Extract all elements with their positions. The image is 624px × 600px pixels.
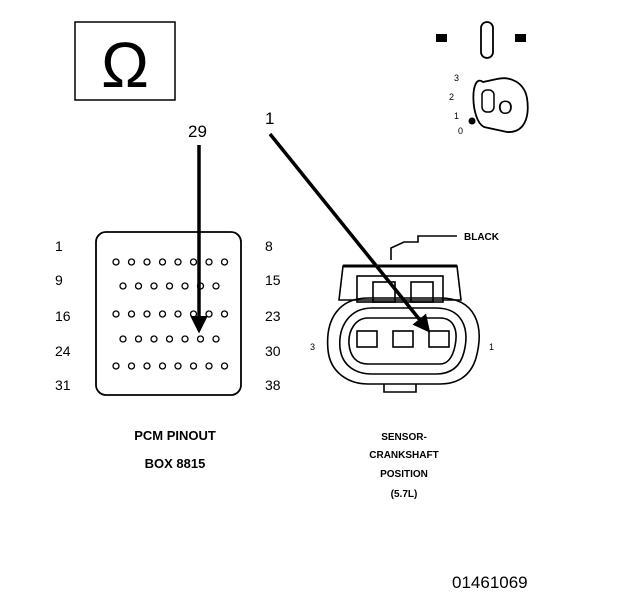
pcm-cavity bbox=[143, 310, 151, 318]
sensor-terminal-number-right: 1 bbox=[489, 342, 494, 352]
ohmmeter-symbol: Ω bbox=[74, 21, 176, 101]
key-letter: O bbox=[498, 98, 513, 119]
wire-color-label: BLACK bbox=[464, 232, 500, 243]
pcm-cavity bbox=[181, 282, 189, 290]
pcm-left-pin-numbers: 1 9 16 24 31 bbox=[55, 238, 71, 393]
pcm-cavity bbox=[189, 310, 198, 318]
pcm-cavity bbox=[112, 310, 120, 318]
pcm-connector bbox=[95, 231, 242, 396]
pcm-cavity bbox=[143, 258, 151, 266]
pcm-cavity bbox=[134, 335, 143, 343]
pcm-pin-number: 16 bbox=[55, 308, 71, 324]
pcm-cavity bbox=[150, 335, 158, 343]
pcm-cavity bbox=[174, 362, 182, 370]
key-slot-icon bbox=[480, 21, 494, 59]
sensor-caption-line2: CRANKSHAFT bbox=[369, 450, 438, 461]
pcm-pin-number: 8 bbox=[265, 238, 273, 254]
pcm-caption-line2: BOX 8815 bbox=[145, 456, 206, 471]
sensor-caption-line4: (5.7L) bbox=[391, 489, 418, 500]
probe-label-pcm-pin: 29 bbox=[188, 122, 207, 141]
terminal-1 bbox=[428, 330, 450, 348]
connector-shroud-inner bbox=[339, 307, 467, 375]
dash-right-icon bbox=[515, 34, 526, 42]
pcm-caption-line1: PCM PINOUT bbox=[134, 428, 216, 443]
pcm-cavity bbox=[189, 362, 198, 370]
pcm-cavity bbox=[220, 258, 229, 266]
pcm-cavity bbox=[220, 310, 229, 318]
switch-position-2: 2 bbox=[449, 92, 454, 102]
pcm-cavity bbox=[119, 282, 127, 290]
pcm-cavity bbox=[119, 335, 127, 343]
pcm-cavity bbox=[165, 282, 174, 290]
pcm-cavity bbox=[174, 258, 182, 266]
pcm-pin-number: 38 bbox=[265, 377, 281, 393]
pcm-cavity bbox=[134, 282, 143, 290]
sensor-terminal-number-left: 3 bbox=[310, 342, 315, 352]
pcm-cavity bbox=[196, 335, 205, 343]
key-cutout-icon bbox=[481, 89, 495, 113]
switch-position-0: 0 bbox=[458, 126, 463, 136]
pcm-right-pin-numbers: 8 15 23 30 38 bbox=[265, 238, 281, 393]
pcm-cavity bbox=[181, 335, 189, 343]
pcm-cavity bbox=[212, 282, 220, 290]
probe-label-sensor-pin: 1 bbox=[265, 109, 274, 128]
pcm-cavity bbox=[158, 310, 167, 318]
pcm-pin-number: 9 bbox=[55, 272, 63, 288]
pcm-cavity bbox=[143, 362, 151, 370]
pcm-pin-number: 15 bbox=[265, 272, 281, 288]
dash-left-icon bbox=[436, 34, 447, 42]
ignition-switch: O 3 2 1 0 bbox=[436, 21, 529, 136]
terminal-3 bbox=[356, 330, 378, 348]
connector-bottom-tab bbox=[383, 384, 417, 393]
ohm-icon: Ω bbox=[101, 29, 149, 101]
pcm-cavity bbox=[150, 282, 158, 290]
pcm-pin-number: 31 bbox=[55, 377, 71, 393]
switch-position-3: 3 bbox=[454, 73, 459, 83]
pcm-cavity bbox=[158, 362, 167, 370]
pcm-cavity bbox=[205, 362, 213, 370]
sensor-caption-line1: SENSOR- bbox=[381, 432, 427, 443]
pcm-cavity bbox=[212, 335, 220, 343]
pcm-cavity bbox=[220, 362, 229, 370]
pcm-cavity bbox=[189, 258, 198, 266]
pcm-pin-number: 30 bbox=[265, 343, 281, 359]
sensor-connector bbox=[326, 235, 480, 393]
figure-id: 01461069 bbox=[452, 573, 528, 592]
pcm-cavity bbox=[127, 310, 136, 318]
pcm-cavity bbox=[196, 282, 205, 290]
wire-lead bbox=[390, 235, 457, 260]
pcm-cavity bbox=[158, 258, 167, 266]
pcm-cavity bbox=[174, 310, 182, 318]
connector-shroud-outer bbox=[326, 297, 480, 385]
pcm-pin-number: 23 bbox=[265, 308, 281, 324]
pcm-cavity bbox=[112, 258, 120, 266]
pcm-cavity bbox=[127, 258, 136, 266]
pcm-pin-number: 24 bbox=[55, 343, 71, 359]
key-position-dot bbox=[468, 117, 476, 125]
pcm-cavity bbox=[205, 310, 213, 318]
pcm-cavity-grid bbox=[112, 258, 229, 370]
pcm-cavity bbox=[127, 362, 136, 370]
pcm-pin-number: 1 bbox=[55, 238, 63, 254]
connector-latch bbox=[356, 275, 444, 303]
pcm-cavity bbox=[112, 362, 120, 370]
switch-position-1: 1 bbox=[454, 111, 459, 121]
sensor-caption-line3: POSITION bbox=[380, 469, 428, 480]
pcm-cavity bbox=[165, 335, 174, 343]
pcm-cavity bbox=[205, 258, 213, 266]
terminal-2 bbox=[392, 330, 414, 348]
